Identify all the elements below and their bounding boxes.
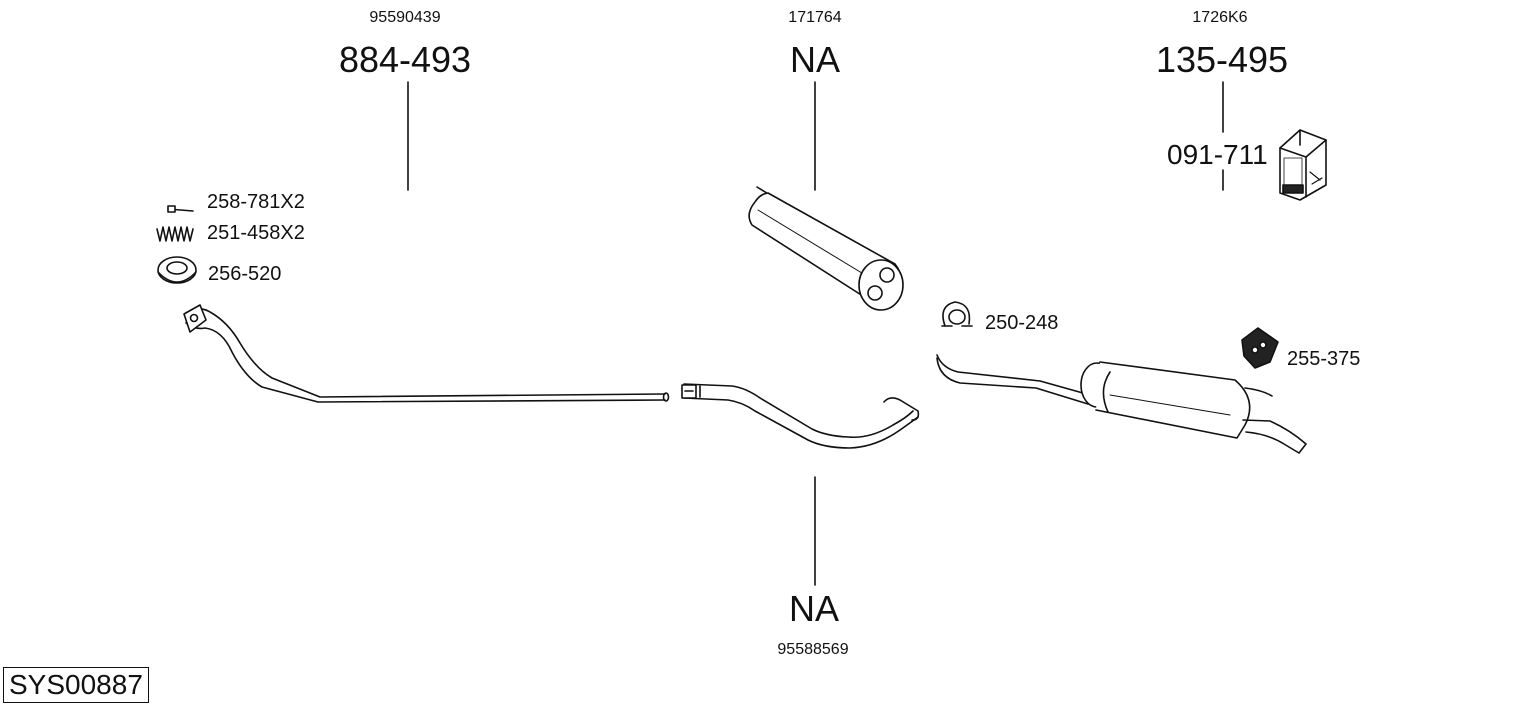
- part-number-front-pipe[interactable]: 884-493: [338, 39, 472, 80]
- ref-number-front-pipe: 95590439: [369, 9, 441, 26]
- rubber-mount-icon: [1241, 327, 1279, 369]
- accessory-spring-label[interactable]: 251-458X2: [207, 222, 305, 244]
- ref-number-middle-muffler: 171764: [788, 9, 842, 26]
- system-code-box: SYS00887: [3, 667, 149, 703]
- part-number-intermediate-pipe[interactable]: NA: [788, 588, 839, 629]
- accessory-bolt-label[interactable]: 258-781X2: [207, 191, 305, 213]
- fitting-kit-number[interactable]: 091-711: [1167, 139, 1268, 170]
- fitting-kit-box-icon: [1279, 129, 1327, 201]
- rear-muffler: [936, 354, 1307, 454]
- gasket-ring-icon: [157, 256, 197, 284]
- spring-icon: [156, 226, 194, 242]
- ref-number-rear-muffler: 1726K6: [1192, 9, 1248, 26]
- part-number-middle-muffler[interactable]: NA: [789, 39, 840, 80]
- accessory-gasket-label[interactable]: 256-520: [208, 263, 282, 285]
- accessory-clamp-label[interactable]: 250-248: [985, 312, 1059, 334]
- ref-number-intermediate-pipe: 95588569: [777, 641, 849, 658]
- clamp-icon: [941, 301, 973, 327]
- intermediate-pipe: [681, 383, 920, 449]
- front-pipe: [183, 304, 670, 403]
- accessory-mount-label[interactable]: 255-375: [1287, 348, 1361, 370]
- bolt-icon: [167, 205, 194, 213]
- part-number-rear-muffler[interactable]: 135-495: [1155, 39, 1289, 80]
- middle-muffler: [748, 186, 904, 311]
